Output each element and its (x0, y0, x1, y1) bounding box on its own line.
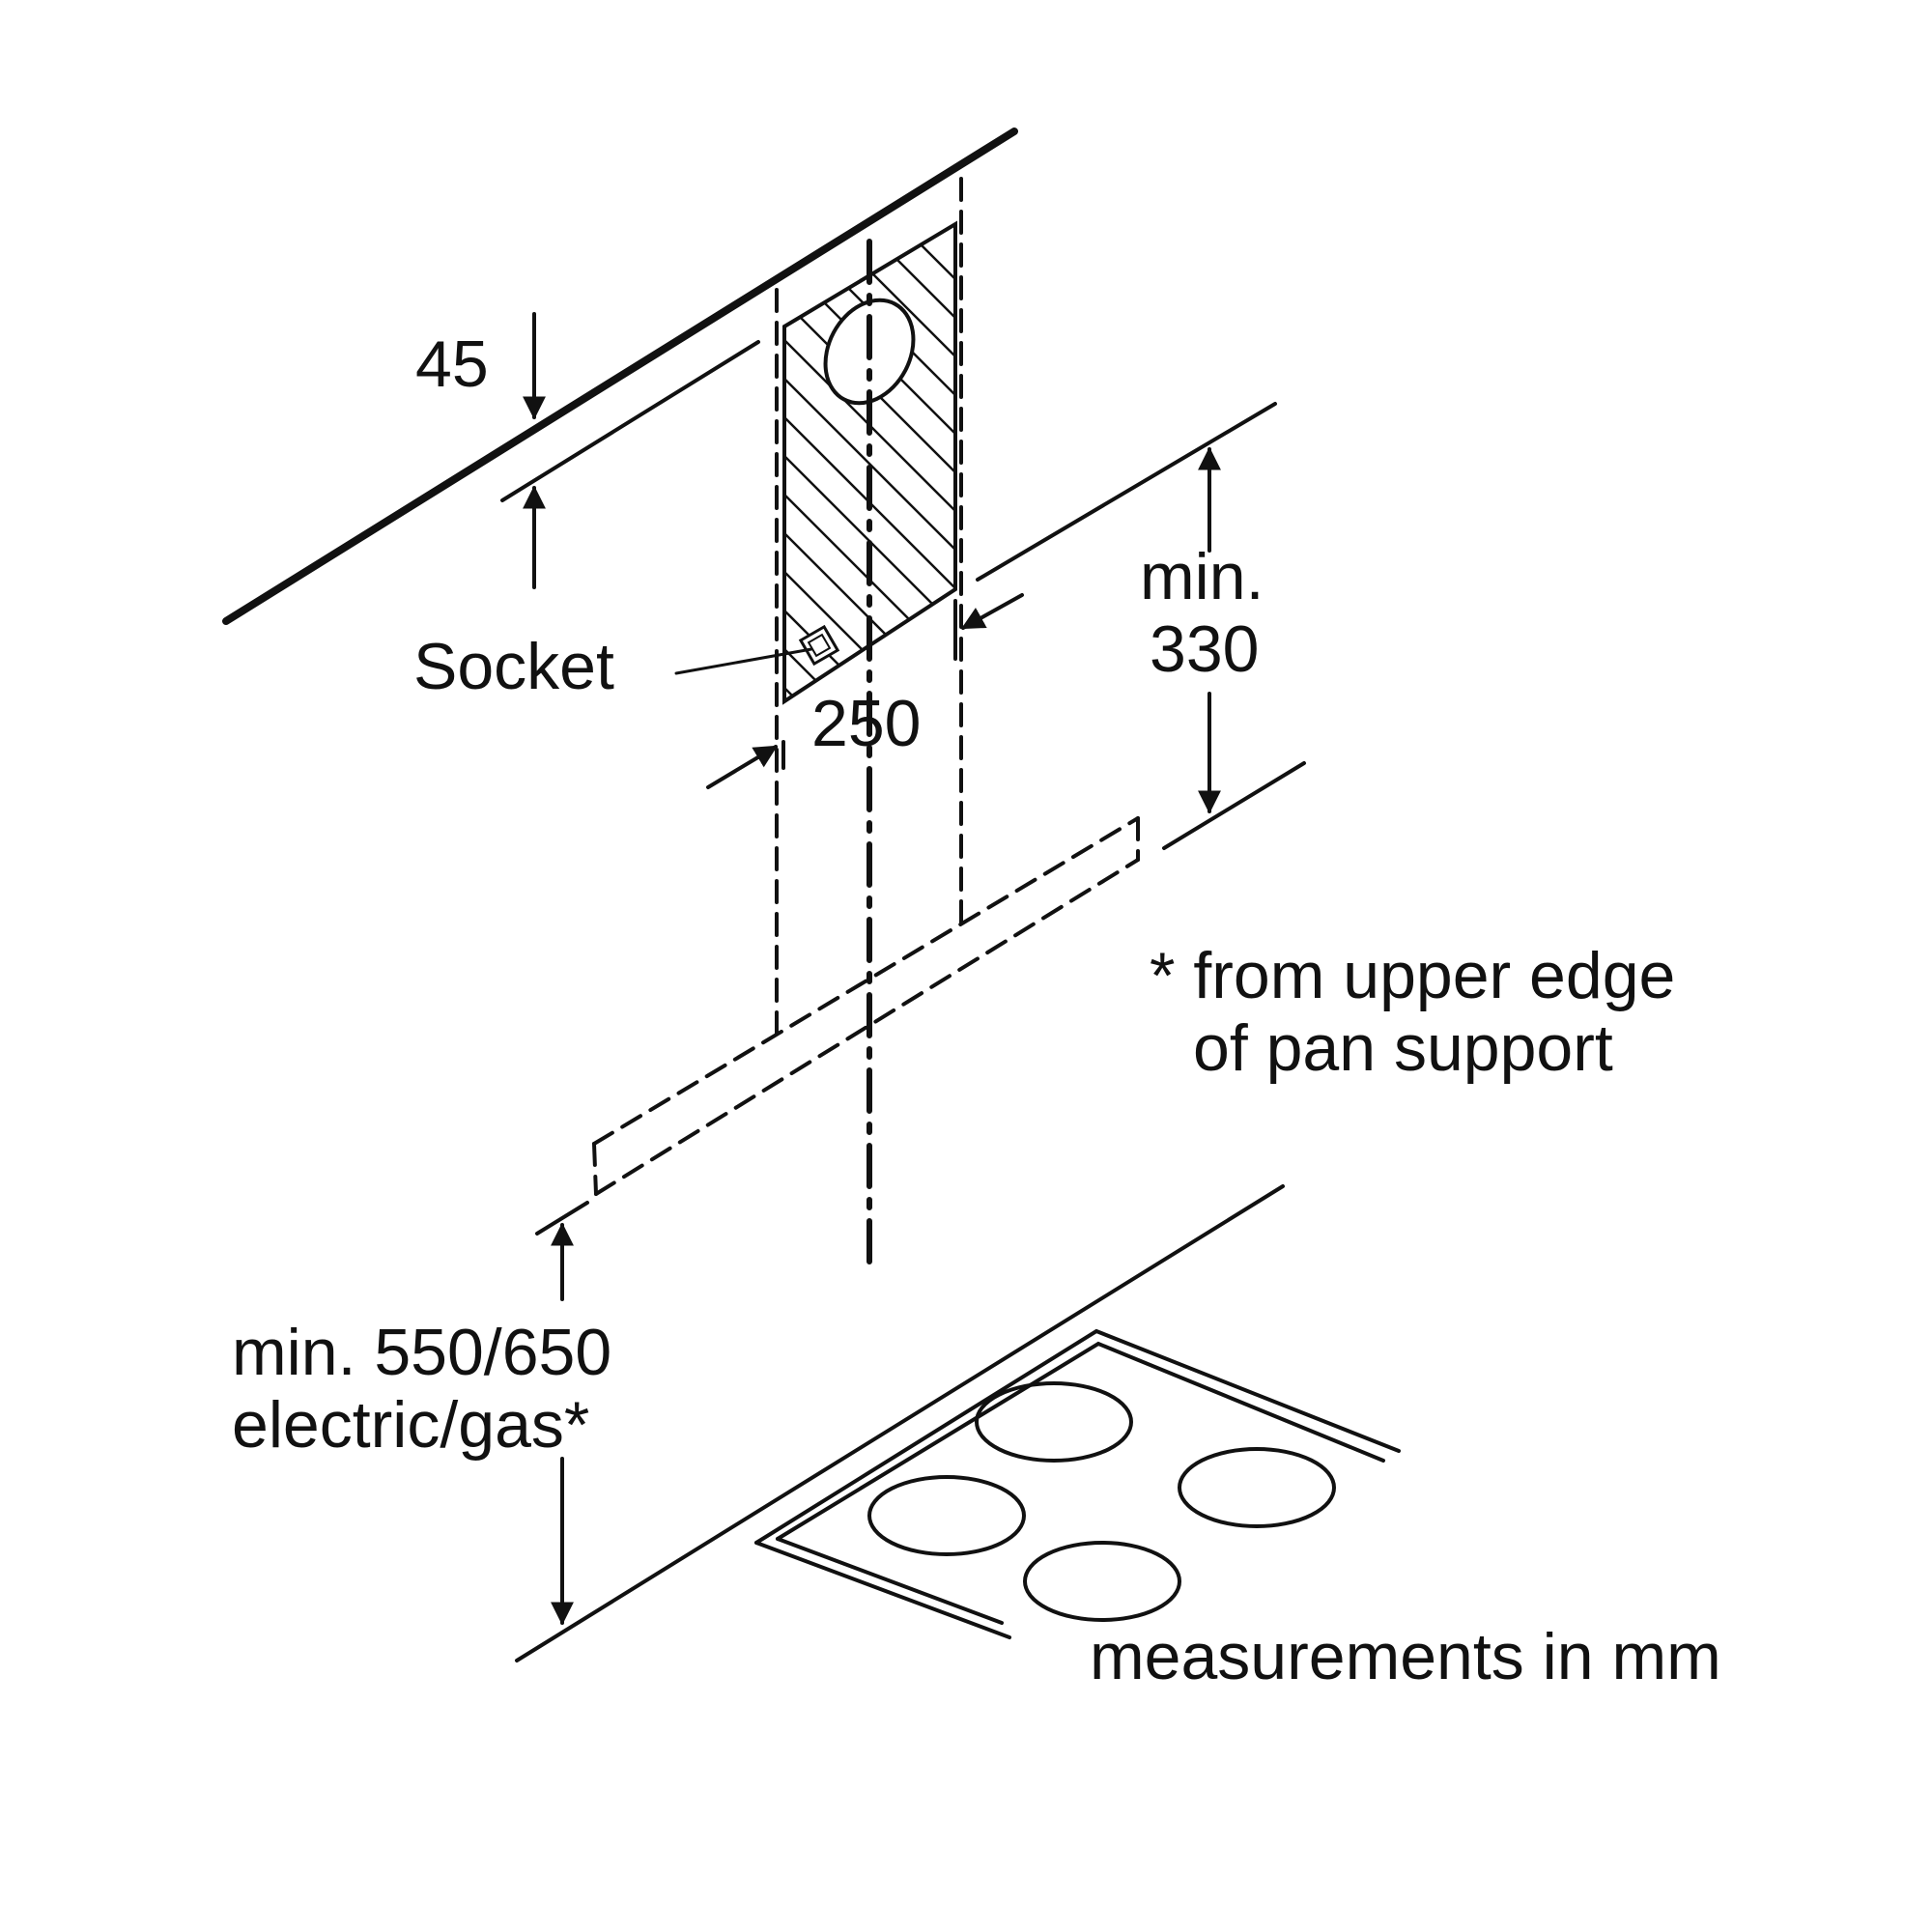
reference-line-45 (500, 340, 760, 502)
hob (754, 1328, 1401, 1639)
reference-line-330-bottom (1162, 761, 1306, 850)
socket-label: Socket (413, 630, 614, 703)
dim-250-label: 250 (811, 687, 921, 760)
countertop-line (515, 1184, 1285, 1662)
footnote-line1: * from upper edge (1150, 939, 1675, 1012)
arrow-250-right (960, 593, 1024, 630)
footnote-line2: of pan support (1193, 1011, 1613, 1085)
ceiling-line (222, 128, 1018, 625)
units-label: measurements in mm (1090, 1620, 1721, 1693)
arrow-250-left (706, 745, 779, 789)
burner-icon (867, 1475, 1026, 1556)
socket-leader (674, 647, 813, 675)
dim-45-label: 45 (415, 327, 489, 401)
reference-line-550-top (535, 1201, 589, 1236)
duct-panel (782, 220, 957, 705)
burner-icon (1023, 1541, 1181, 1622)
min-330-label-line1: min. (1140, 540, 1264, 613)
min-330-label-line2: 330 (1150, 612, 1259, 686)
socket-icon (798, 624, 840, 667)
burner-icon (975, 1381, 1133, 1463)
burner-icon (1178, 1447, 1336, 1528)
reference-line-330-top (976, 402, 1277, 582)
hood-outline (592, 816, 1140, 1196)
min-550-label-line2: electric/gas* (232, 1388, 589, 1462)
min-550-label-line1: min. 550/650 (232, 1316, 611, 1389)
